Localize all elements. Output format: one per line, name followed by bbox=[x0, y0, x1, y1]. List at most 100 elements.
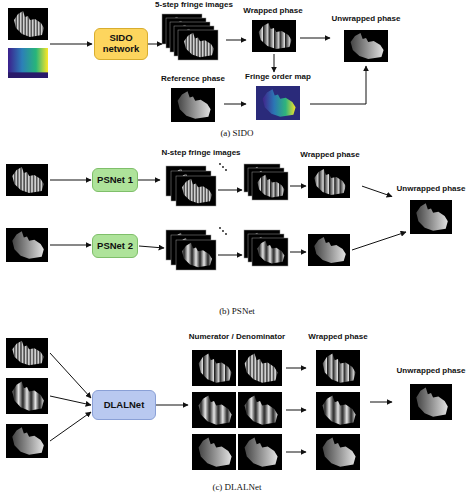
illustration-part bbox=[50, 412, 91, 441]
illustration-part bbox=[218, 190, 242, 191]
illustration-part bbox=[6, 338, 48, 368]
illustration-part bbox=[410, 384, 452, 420]
panel-caption: (c) DLALNet bbox=[212, 482, 261, 493]
illustration-part bbox=[192, 434, 236, 470]
illustration-part bbox=[178, 30, 218, 60]
image-heading: Wrapped phase bbox=[300, 150, 359, 160]
network-box: PSNet 1 bbox=[92, 168, 138, 192]
illustration-part bbox=[252, 238, 288, 266]
illustration-part bbox=[6, 164, 48, 196]
network-box: SIDO network bbox=[94, 28, 148, 60]
illustration-part bbox=[410, 200, 452, 234]
image-heading: Unwrapped phase bbox=[332, 14, 401, 24]
box-label: SIDO network bbox=[98, 33, 144, 55]
illustration-part bbox=[176, 240, 216, 270]
illustration-part bbox=[171, 88, 215, 122]
image-group: Reference phase bbox=[162, 74, 224, 124]
network-box: DLALNet bbox=[92, 390, 156, 420]
image-group: Numerator / Denominator bbox=[188, 332, 286, 474]
illustration-part bbox=[316, 392, 360, 428]
image-heading: Reference phase bbox=[161, 74, 225, 84]
illustration-part bbox=[176, 176, 216, 206]
image-group: Wrapped phase bbox=[246, 6, 300, 54]
illustration-part bbox=[290, 252, 306, 253]
flow-arrow bbox=[224, 104, 246, 105]
illustration-part bbox=[225, 169, 227, 171]
image-heading: Unwrapped phase bbox=[397, 366, 466, 376]
image-group: Unwrapped phase bbox=[392, 184, 470, 236]
network-box: PSNet 2 bbox=[92, 234, 138, 258]
illustration-part bbox=[178, 30, 218, 60]
illustration-part bbox=[176, 240, 216, 270]
illustration-part bbox=[225, 233, 227, 235]
image-heading: Unwrapped phase bbox=[397, 184, 466, 194]
illustration-part bbox=[176, 176, 216, 206]
illustration-part bbox=[316, 350, 360, 386]
illustration-part bbox=[316, 434, 360, 470]
image-heading: 5-step fringe images bbox=[155, 0, 233, 10]
illustration-part bbox=[352, 232, 406, 250]
image-heading: Wrapped phase bbox=[308, 332, 367, 342]
illustration-part bbox=[252, 172, 288, 200]
box-label: PSNet 1 bbox=[97, 175, 133, 186]
illustration-part bbox=[50, 180, 91, 181]
illustration-part bbox=[50, 353, 91, 398]
flow-arrow bbox=[138, 180, 160, 181]
illustration-part bbox=[219, 163, 221, 165]
illustration-part bbox=[50, 44, 92, 45]
illustration-part bbox=[218, 255, 242, 256]
illustration-part bbox=[256, 86, 300, 120]
flow-arrow bbox=[370, 402, 392, 403]
illustration-part bbox=[308, 166, 350, 198]
panel-a-art bbox=[8, 8, 388, 122]
illustration-part bbox=[8, 8, 48, 40]
flow-arrow bbox=[226, 40, 246, 41]
illustration-part bbox=[50, 245, 91, 246]
image-heading: Numerator / Denominator bbox=[189, 332, 285, 342]
illustration-part bbox=[8, 48, 48, 78]
flow-arrow bbox=[156, 405, 188, 406]
flow-arrow bbox=[148, 44, 162, 45]
flow-arrow bbox=[286, 452, 306, 453]
panel-c-art bbox=[6, 338, 452, 470]
box-label: PSNet 2 bbox=[97, 241, 133, 252]
image-group: N-step fringe images bbox=[160, 148, 242, 210]
panel-caption: (a) SIDO bbox=[220, 128, 253, 139]
illustration-part bbox=[6, 378, 48, 414]
image-heading: Fringe order map bbox=[245, 72, 311, 82]
flow-arrow bbox=[286, 410, 306, 411]
panel-caption: (b) PSNet bbox=[219, 306, 255, 317]
illustration-part bbox=[290, 186, 306, 187]
illustration-part bbox=[192, 392, 236, 428]
illustration-part bbox=[6, 228, 48, 262]
illustration-part bbox=[219, 227, 221, 229]
flow-arrow bbox=[274, 54, 275, 72]
illustration-part bbox=[252, 238, 288, 266]
box-label: DLALNet bbox=[104, 400, 145, 411]
panel-b-art bbox=[6, 163, 452, 270]
illustration-part bbox=[222, 230, 224, 232]
illustration-part bbox=[252, 20, 296, 52]
illustration-part bbox=[238, 434, 282, 470]
image-group: Unwrapped phase bbox=[330, 14, 402, 66]
illustration-part bbox=[344, 30, 388, 62]
image-group: 5-step fringe images bbox=[162, 0, 226, 66]
flow-arrow bbox=[286, 368, 306, 369]
image-group: Wrapped phase bbox=[298, 150, 362, 200]
illustration-part bbox=[308, 234, 350, 266]
image-group: Unwrapped phase bbox=[392, 366, 470, 424]
illustration-part bbox=[192, 350, 236, 386]
image-heading: N-step fringe images bbox=[161, 148, 240, 158]
flow-arrow bbox=[362, 186, 392, 196]
illustration-part bbox=[50, 396, 91, 405]
image-group: Fringe order map bbox=[246, 72, 310, 122]
illustration-part bbox=[6, 424, 48, 458]
image-group: Wrapped phase bbox=[306, 332, 370, 474]
flow-arrow bbox=[300, 38, 330, 39]
illustration-part bbox=[222, 166, 224, 168]
illustration-part bbox=[139, 246, 164, 248]
image-heading: Wrapped phase bbox=[243, 6, 302, 16]
